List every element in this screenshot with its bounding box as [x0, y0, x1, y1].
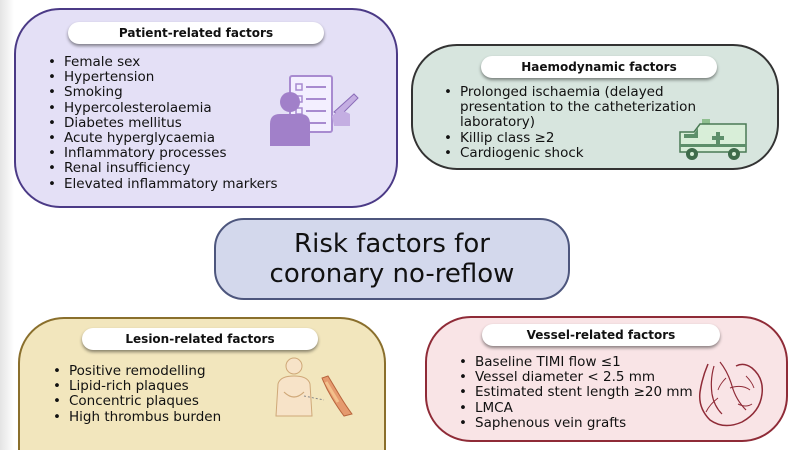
haemodynamic-factors-list: Prolonged ischaemia (delayed presentatio… — [442, 84, 718, 161]
ambulance-icon — [679, 119, 747, 160]
list-item: Vessel diameter < 2.5 mm — [459, 370, 725, 386]
list-item: Prolonged ischaemia (delayed presentatio… — [444, 84, 718, 131]
patient-artery-icon — [275, 357, 353, 417]
list-item: Smoking — [48, 85, 364, 101]
list-item: Inflammatory processes — [48, 146, 364, 162]
list-item: Concentric plaques — [53, 394, 289, 410]
patient-questionnaire-icon — [270, 75, 359, 146]
list-item: Female sex — [48, 54, 364, 70]
heart-vessels-icon — [698, 361, 764, 427]
patient-factors-header: Patient-related factors — [68, 22, 324, 44]
central-title-line-2: coronary no-reflow — [269, 259, 515, 289]
list-item: Cardiogenic shock — [444, 145, 718, 161]
central-title-box: Risk factors for coronary no-reflow — [214, 218, 570, 300]
list-item: Saphenous vein grafts — [459, 415, 725, 431]
list-item: Baseline TIMI flow ≤1 — [459, 354, 725, 370]
vessel-factors-list: Baseline TIMI flow ≤1 Vessel diameter < … — [457, 354, 725, 431]
lesion-factors-list: Positive remodelling Lipid-rich plaques … — [51, 363, 289, 425]
list-item: High thrombus burden — [53, 409, 289, 425]
list-item: Positive remodelling — [53, 363, 289, 379]
list-item: LMCA — [459, 400, 725, 416]
list-item: Renal insufficiency — [48, 161, 364, 177]
list-item: Lipid-rich plaques — [53, 379, 289, 395]
list-item: Diabetes mellitus — [48, 115, 364, 131]
patient-factors-list: Female sex Hypertension Smoking Hypercol… — [46, 54, 364, 192]
central-title-line-1: Risk factors for — [294, 229, 490, 259]
list-item: Elevated inflammatory markers — [48, 176, 364, 192]
page-edge-shadow — [0, 0, 14, 450]
list-item: Hypertension — [48, 70, 364, 86]
list-item: Killip class ≥2 — [444, 130, 718, 146]
haemodynamic-factors-header: Haemodynamic factors — [481, 56, 717, 78]
list-item: Estimated stent length ≥20 mm — [459, 385, 725, 401]
list-item: Hypercolesterolaemia — [48, 100, 364, 116]
lesion-factors-header: Lesion-related factors — [82, 328, 318, 350]
list-item: Acute hyperglycaemia — [48, 130, 364, 146]
vessel-factors-header: Vessel-related factors — [482, 324, 720, 346]
